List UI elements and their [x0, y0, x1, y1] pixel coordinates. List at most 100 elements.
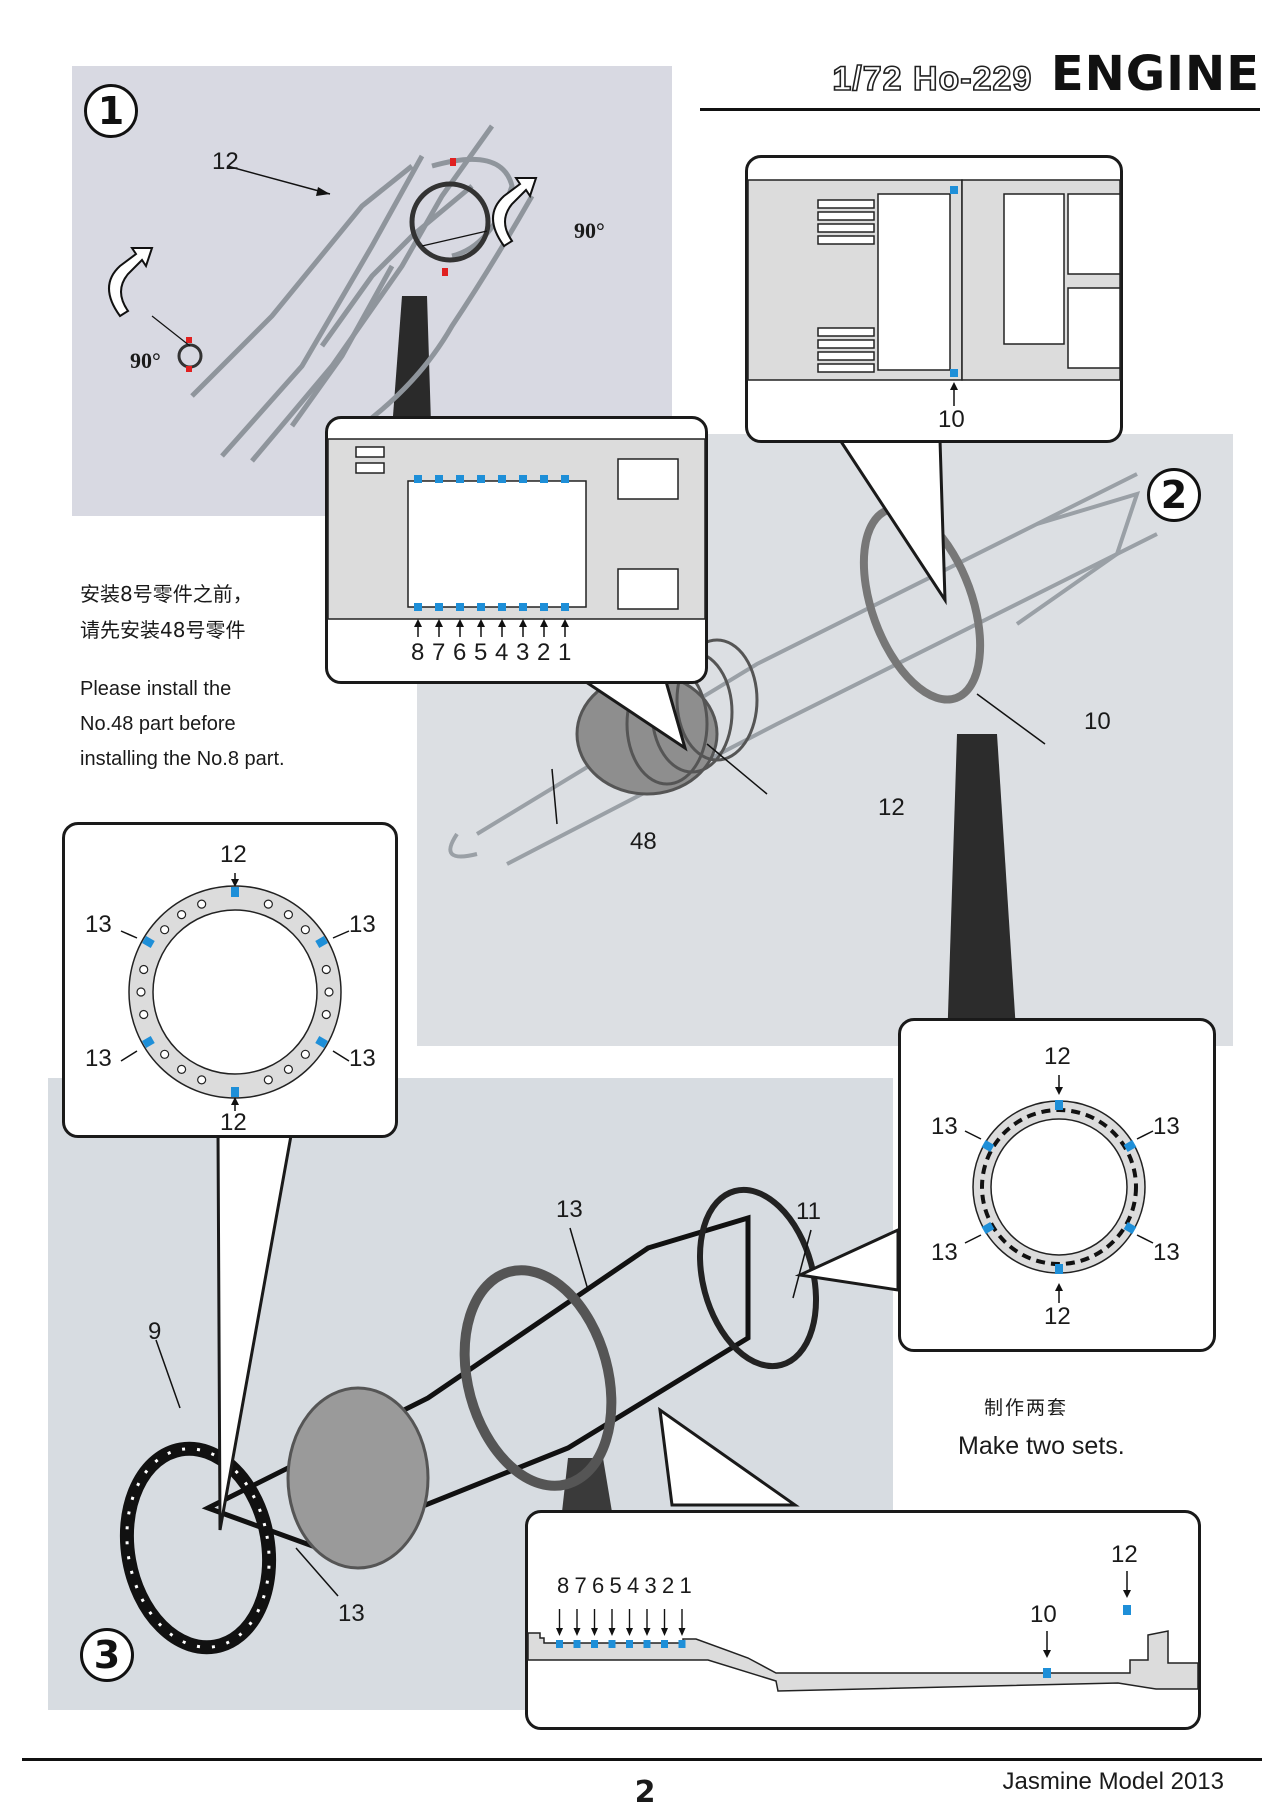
arrow-head	[477, 619, 485, 627]
engine-profile	[527, 1630, 1199, 1692]
ring-hole	[324, 987, 334, 997]
slot-arrows	[414, 619, 569, 637]
compressor-rings	[286, 1386, 430, 1570]
ring-right-label-upper-right: 13	[1153, 1113, 1180, 1140]
blue-marker	[626, 1640, 633, 1648]
profile-slot-label-5: 5	[609, 1573, 622, 1598]
ring-hole	[283, 910, 293, 920]
slot-label-6: 6	[453, 639, 467, 666]
ring-hole	[300, 1049, 310, 1059]
blue-marker	[498, 475, 506, 483]
ring-right-label-bottom: 12	[1044, 1303, 1071, 1330]
blue-marker	[315, 936, 328, 948]
blue-marker	[950, 186, 958, 194]
profile-slot-label-2: 2	[662, 1573, 675, 1598]
ring-hole	[136, 987, 146, 997]
blue-marker	[1123, 1222, 1137, 1234]
arrow-head	[456, 619, 464, 627]
ring-hole	[177, 910, 187, 920]
blue-marker	[573, 1640, 581, 1648]
profile-slot-label-6: 6	[592, 1573, 605, 1598]
blue-marker	[981, 1140, 995, 1152]
label-part-12: 12	[212, 148, 239, 175]
small-ring-part	[177, 343, 203, 369]
arrow-head	[661, 1628, 668, 1636]
ring-hole	[177, 1064, 187, 1074]
ring-left-label-upper-left: 13	[85, 911, 112, 938]
blue-marker	[414, 475, 422, 483]
fret-sheet	[190, 124, 535, 463]
ring-hole	[197, 1075, 207, 1085]
ring-left-drawing	[120, 873, 350, 1111]
blue-marker	[1055, 1264, 1063, 1274]
profile-slot-label-7: 7	[574, 1573, 587, 1598]
ring-holes	[136, 899, 334, 1085]
ring-hole	[283, 1064, 293, 1074]
ring-hole	[139, 1009, 149, 1020]
arrow-head	[561, 619, 569, 627]
bottom-marker-row	[414, 603, 569, 611]
red-marker	[186, 366, 192, 372]
slot-label-7: 7	[432, 639, 446, 666]
arrow-head	[573, 1628, 581, 1636]
profile-slot-markers	[556, 1640, 686, 1648]
arrow-head	[950, 382, 958, 390]
slot-label-4: 4	[495, 639, 509, 666]
label-part-11: 11	[796, 1198, 821, 1225]
slots-plan-drawing	[327, 438, 706, 637]
step-badge-3: 3	[80, 1628, 134, 1682]
red-marker	[442, 268, 448, 276]
arrow-head	[519, 619, 527, 627]
section-title: ENGINE	[1050, 46, 1260, 102]
blue-marker	[561, 475, 569, 483]
leader-line	[226, 165, 331, 195]
arrow-head	[435, 619, 443, 627]
profile-drawing	[527, 1571, 1199, 1692]
ring-right-label-upper-left: 13	[931, 1113, 958, 1140]
tweezers	[947, 734, 1017, 1046]
model-title: 1/72 Ho-229	[832, 59, 1033, 99]
ring-left-label-lower-right: 13	[349, 1045, 376, 1072]
label-part-48: 48	[630, 828, 657, 855]
blue-marker	[142, 936, 155, 948]
blue-marker	[608, 1640, 616, 1648]
top-marker-row	[414, 475, 569, 483]
arrow-head	[414, 619, 422, 627]
blue-marker	[519, 603, 527, 611]
label-part-13-top: 13	[556, 1196, 583, 1223]
ring-hole	[300, 925, 310, 935]
slot-opening	[407, 480, 587, 608]
profile-slot-label-3: 3	[644, 1573, 657, 1598]
slot-label-8: 8	[411, 639, 425, 666]
slot-label-1: 1	[558, 639, 572, 666]
step-badge-2: 2	[1147, 468, 1201, 522]
leader-line	[551, 768, 558, 825]
blue-marker	[643, 1640, 651, 1648]
blue-marker	[540, 475, 548, 483]
ring-hole	[160, 1049, 170, 1059]
blue-marker	[456, 475, 464, 483]
blue-marker-12	[1123, 1605, 1131, 1615]
blue-marker	[142, 1036, 155, 1048]
rotate-arrow-icon	[108, 247, 154, 318]
brand-credit: Jasmine Model 2013	[1002, 1768, 1224, 1795]
label-part-10: 10	[938, 406, 965, 433]
arrow-head	[556, 1628, 563, 1636]
arrow-head	[678, 1628, 686, 1636]
profile-label-part-10: 10	[1030, 1601, 1057, 1628]
ring-markers	[142, 887, 328, 1097]
ring-hole	[263, 1075, 273, 1085]
ring-inner	[990, 1118, 1128, 1256]
ring-markers	[981, 1100, 1137, 1274]
ring-hole	[139, 964, 149, 975]
blue-marker	[540, 603, 548, 611]
blue-marker	[315, 1036, 328, 1048]
page-header: 1/72 Ho-229 ENGINE	[700, 46, 1260, 106]
note-cn-line2: 请先安装48号零件	[80, 618, 246, 642]
blue-marker	[556, 1640, 563, 1648]
ring-part	[409, 181, 491, 263]
front-ring	[119, 1441, 277, 1655]
blue-marker	[1055, 1100, 1063, 1110]
